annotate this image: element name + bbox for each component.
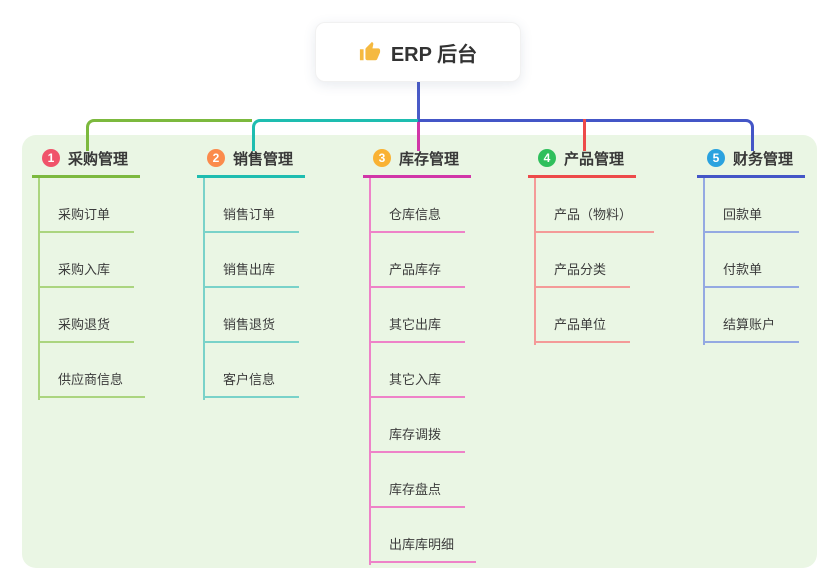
root-node[interactable]: ERP 后台 [315, 22, 521, 82]
connector-finance [418, 119, 754, 151]
child-node[interactable]: 销售退货 [203, 288, 299, 343]
child-node[interactable]: 库存盘点 [369, 453, 465, 508]
branch-children: 仓库信息 产品库存 其它出库 其它入库 库存调拨 库存盘点 出库库明细 [369, 178, 477, 563]
child-node[interactable]: 销售订单 [203, 178, 299, 233]
child-node[interactable]: 客户信息 [203, 343, 299, 398]
child-node[interactable]: 采购订单 [38, 178, 134, 233]
branch-finance-management: 5 财务管理 回款单 付款单 结算账户 [697, 147, 806, 345]
child-node[interactable]: 产品分类 [534, 233, 630, 288]
branch-sales-management: 2 销售管理 销售订单 销售出库 销售退货 客户信息 [197, 147, 306, 400]
child-node[interactable]: 产品（物料） [534, 178, 655, 233]
branch-child-line [534, 178, 536, 345]
branch-child-line [38, 178, 40, 400]
branch-label: 财务管理 [733, 150, 794, 168]
child-node[interactable]: 产品单位 [534, 288, 630, 343]
child-node[interactable]: 回款单 [703, 178, 799, 233]
connector-inventory [417, 122, 420, 151]
thumbs-up-icon [359, 41, 381, 63]
child-node[interactable]: 其它入库 [369, 343, 465, 398]
branch-header-product[interactable]: 4 产品管理 [528, 147, 637, 178]
branches-panel [22, 135, 817, 568]
branch-product-management: 4 产品管理 产品（物料） 产品分类 产品单位 [528, 147, 655, 345]
branch-label: 销售管理 [233, 150, 294, 168]
branch-inventory-management: 3 库存管理 仓库信息 产品库存 其它出库 其它入库 库存调拨 库存盘点 出库库… [363, 147, 477, 565]
branch-children: 回款单 付款单 结算账户 [703, 178, 805, 343]
branch-purchase-management: 1 采购管理 采购订单 采购入库 采购退货 供应商信息 [32, 147, 146, 400]
branch-number-badge: 2 [207, 149, 225, 167]
connector-sales [252, 119, 418, 151]
child-node[interactable]: 采购退货 [38, 288, 134, 343]
child-node[interactable]: 仓库信息 [369, 178, 465, 233]
branch-header-purchase[interactable]: 1 采购管理 [32, 147, 141, 178]
branch-number-badge: 3 [373, 149, 391, 167]
connector-product [583, 119, 586, 151]
child-node[interactable]: 销售出库 [203, 233, 299, 288]
branch-header-inventory[interactable]: 3 库存管理 [363, 147, 472, 178]
branch-number-badge: 1 [42, 149, 60, 167]
branch-number-badge: 4 [538, 149, 556, 167]
branch-header-sales[interactable]: 2 销售管理 [197, 147, 306, 178]
branch-header-finance[interactable]: 5 财务管理 [697, 147, 806, 178]
child-node[interactable]: 采购入库 [38, 233, 134, 288]
child-node[interactable]: 其它出库 [369, 288, 465, 343]
branch-label: 产品管理 [564, 150, 625, 168]
child-node[interactable]: 付款单 [703, 233, 799, 288]
root-title: ERP 后台 [390, 43, 478, 66]
child-node[interactable]: 结算账户 [703, 288, 799, 343]
branch-number-badge: 5 [707, 149, 725, 167]
branch-label: 库存管理 [399, 150, 460, 168]
child-node[interactable]: 出库库明细 [369, 508, 477, 563]
branch-children: 产品（物料） 产品分类 产品单位 [534, 178, 655, 343]
branch-children: 采购订单 采购入库 采购退货 供应商信息 [38, 178, 146, 398]
branch-children: 销售订单 销售出库 销售退货 客户信息 [203, 178, 305, 398]
child-node[interactable]: 产品库存 [369, 233, 465, 288]
child-node[interactable]: 库存调拨 [369, 398, 465, 453]
branch-label: 采购管理 [68, 150, 129, 168]
branch-child-line [369, 178, 371, 565]
branch-child-line [703, 178, 705, 345]
connector-purchase [86, 119, 252, 151]
child-node[interactable]: 供应商信息 [38, 343, 146, 398]
root-stem-connector [417, 81, 420, 121]
branch-child-line [203, 178, 205, 400]
